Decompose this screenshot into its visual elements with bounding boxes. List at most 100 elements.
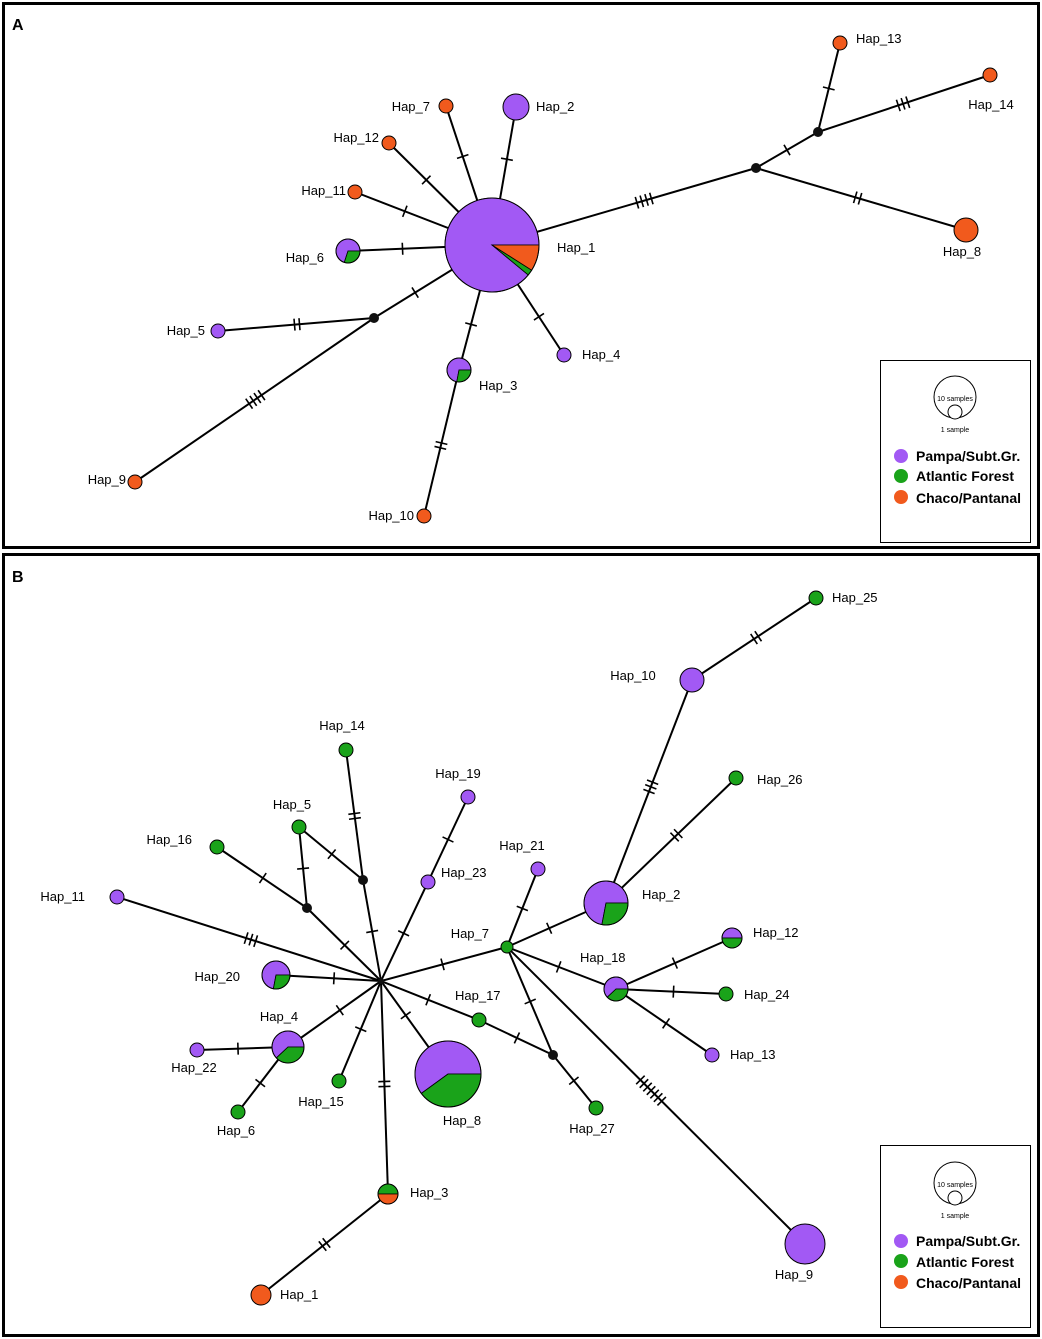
mutation-tick <box>425 993 432 1006</box>
mutation-tick <box>245 398 254 410</box>
pie-slice-pampa <box>420 874 436 890</box>
mutation-tick <box>533 312 545 321</box>
haplotype-node <box>718 986 734 1002</box>
pie-slice-chaco <box>347 184 363 200</box>
haplotype-node <box>381 135 397 151</box>
mutation-tick <box>258 872 267 884</box>
node-label: Hap_6 <box>286 250 324 265</box>
node-outline <box>377 1183 399 1205</box>
node-label: Hap_8 <box>443 1113 481 1128</box>
node-label: Hap_9 <box>775 1267 813 1282</box>
edge-mv2-h14 <box>345 749 364 881</box>
mutation-tick <box>783 144 791 156</box>
edge-h2-h26 <box>605 777 737 904</box>
pie-slice-chaco <box>832 35 848 51</box>
median-vector <box>813 127 823 137</box>
median-vector <box>302 903 312 913</box>
haplotype-node <box>721 927 743 949</box>
node-label: Hap_3 <box>410 1185 448 1200</box>
legend-swatch-atlantic <box>894 1254 908 1268</box>
mutation-tick <box>253 392 262 404</box>
edge-h17-mv3 <box>478 1019 554 1056</box>
haplotype-node <box>446 357 472 383</box>
median-vector <box>369 313 379 323</box>
edge-mv3-h13 <box>817 42 841 133</box>
node-label: Hap_12 <box>333 130 379 145</box>
mutation-tick <box>754 630 763 642</box>
node-label: Hap_5 <box>167 323 205 338</box>
node-label: Hap_23 <box>441 865 487 880</box>
mutation-tick <box>635 1075 646 1085</box>
mutation-tick <box>750 633 758 645</box>
mutation-tick <box>348 811 361 816</box>
panel-a-letter: A <box>12 17 24 34</box>
node-label: Hap_1 <box>280 1287 318 1302</box>
panel-b: B Hap_1Hap_2Hap_3Hap_4Hap_5Hap_6Hap_7Hap… <box>2 553 1040 1337</box>
edge-c-h17 <box>380 980 480 1021</box>
mutation-tick <box>639 195 645 208</box>
mutation-tick <box>895 99 901 112</box>
panel-a: A Hap_1Hap_2Hap_3Hap_4Hap_5Hap_6Hap_7Hap… <box>2 2 1040 549</box>
node-label: Hap_16 <box>146 832 192 847</box>
mutation-tick <box>516 905 529 912</box>
edge-c-h4 <box>287 980 382 1048</box>
mutation-tick <box>669 832 680 842</box>
mutation-tick <box>339 940 350 951</box>
panel-b-frame <box>2 553 1040 1337</box>
pie-slice-pampa <box>784 1223 826 1265</box>
node-label: Hap_21 <box>499 838 545 853</box>
node-outline <box>261 960 291 990</box>
panel-b-legend: 10 samples 1 sample Pampa/Subt.Gr. Atlan… <box>880 1145 1031 1328</box>
node-label: Hap_10 <box>368 508 414 523</box>
mutation-tick <box>257 389 266 401</box>
mutation-tick <box>656 1096 667 1106</box>
haplotype-node <box>420 874 436 890</box>
haplotype-node <box>189 1042 205 1058</box>
edge-c-h15 <box>338 980 382 1082</box>
node-label: Hap_6 <box>217 1123 255 1138</box>
haplotype-node <box>471 1012 487 1028</box>
mutation-tick <box>568 1076 580 1086</box>
node-label: Hap_3 <box>479 378 517 393</box>
node-label: Hap_19 <box>435 766 481 781</box>
node-label: Hap_20 <box>194 969 240 984</box>
pie-slice-atlantic <box>230 1104 246 1120</box>
node-outline <box>335 238 361 264</box>
mutation-tick <box>401 205 408 218</box>
pie-slice-pampa <box>502 93 530 121</box>
edge-mv1-h9 <box>134 317 375 483</box>
mutation-tick <box>318 1240 327 1252</box>
node-label: Hap_13 <box>730 1047 776 1062</box>
haplotype-node <box>109 889 125 905</box>
node-outline <box>583 880 629 926</box>
median-vector <box>548 1050 558 1060</box>
node-label: Hap_7 <box>451 926 489 941</box>
pie-slice-chaco <box>381 135 397 151</box>
mutation-tick <box>905 96 911 109</box>
haplotype-node <box>209 839 225 855</box>
mutation-tick <box>400 1011 412 1020</box>
mutation-tick <box>442 836 454 843</box>
pie-slice-pampa <box>109 889 125 905</box>
edge-c-h11 <box>116 896 382 982</box>
node-label: Hap_13 <box>856 31 902 46</box>
pie-slice-pampa <box>530 861 546 877</box>
mutation-tick <box>852 191 858 204</box>
haplotype-node <box>377 1183 399 1205</box>
haplotype-node <box>502 93 530 121</box>
mutation-tick <box>671 957 679 969</box>
mutation-tick <box>243 932 249 945</box>
mutation-tick <box>297 867 310 870</box>
pie-slice-pampa <box>460 789 476 805</box>
haplotype-node <box>347 184 363 200</box>
mutation-tick <box>354 1026 367 1033</box>
haplotype-node <box>271 1030 305 1064</box>
legend-swatch-pampa <box>894 1234 908 1248</box>
haplotype-node <box>335 238 361 264</box>
haplotype-node <box>250 1284 272 1306</box>
panel-a-network: Hap_1Hap_2Hap_3Hap_4Hap_5Hap_6Hap_7Hap_8… <box>88 31 1014 524</box>
node-label: Hap_27 <box>569 1121 615 1136</box>
node-label: Hap_1 <box>557 240 595 255</box>
node-outline <box>603 976 629 1002</box>
panel-a-legend: 10 samples 1 sample Pampa/Subt.Gr. Atlan… <box>880 360 1031 543</box>
